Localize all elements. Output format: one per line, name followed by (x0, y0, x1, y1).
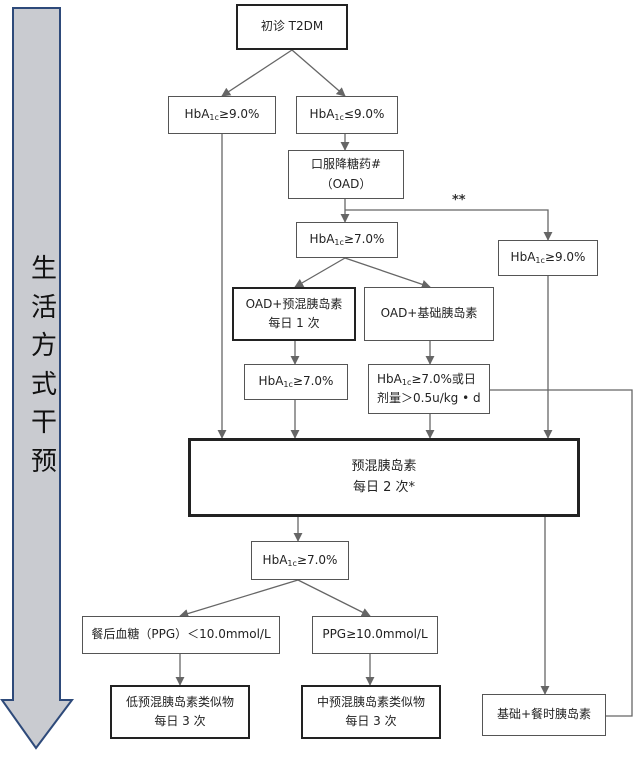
low-premix-analog-box: 低预混胰岛素类似物 每日 3 次 (110, 685, 250, 739)
hba-threshold: ≤9.0% (343, 107, 385, 122)
ppg-high-box: PPG≥10.0mmol/L (312, 616, 438, 654)
side-char: 干 (30, 408, 57, 438)
side-char: 方 (30, 331, 57, 361)
initial-diagnosis-box: 初诊 T2DM (236, 4, 348, 50)
hba-subscript: 1c (535, 256, 545, 266)
premix-twice-line2: 每日 2 次* (352, 479, 416, 495)
hba-prefix: HbA (309, 232, 335, 247)
lifestyle-intervention-label: 生 活 方 式 干 预 (26, 250, 62, 481)
basal-bolus-box: 基础+餐时胰岛素 (482, 694, 606, 736)
hba1c-ge7-b-text: HbA1c≥7.0% (259, 372, 334, 392)
hba1c-dose-line1: HbA1c≥7.0%或日 (377, 370, 476, 390)
mid-premix-line1: 中预混胰岛素类似物 (316, 694, 425, 709)
mid-premix-analog-box: 中预混胰岛素类似物 每日 3 次 (301, 685, 441, 739)
hba-threshold: ≥7.0% (292, 374, 334, 389)
oad-premix-line2: 每日 1 次 (268, 316, 320, 330)
basal-bolus-text: 基础+餐时胰岛素 (496, 707, 592, 722)
premix-twice-daily-box: 预混胰岛素 每日 2 次* (188, 438, 580, 517)
hba-threshold: ≥7.0%或日 (411, 371, 476, 386)
hba-prefix: HbA (510, 250, 536, 265)
hba1c-dose-line2: 剂量＞0.5u/kg • d (377, 391, 481, 406)
hba-threshold: ≥9.0% (544, 250, 586, 265)
oad-basal-text: OAD+基础胰岛素 (380, 306, 478, 321)
double-star-note: ** (452, 193, 466, 208)
hba1c-ge9-right-box: HbA1c≥9.0% (498, 240, 598, 276)
hba-prefix: HbA (377, 371, 402, 386)
hba1c-ge9-left-text: HbA1c≥9.0% (185, 105, 260, 125)
side-char: 预 (30, 446, 57, 477)
hba1c-ge7-a-box: HbA1c≥7.0% (296, 222, 398, 258)
initial-diagnosis-text: 初诊 T2DM (260, 19, 324, 34)
hba-subscript: 1c (334, 238, 344, 248)
hba-prefix: HbA (262, 552, 288, 567)
mid-premix-line2: 每日 3 次 (345, 714, 397, 728)
low-premix-line2: 每日 3 次 (154, 714, 206, 728)
hba-subscript: 1c (287, 558, 297, 568)
ppg-low-text: 餐后血糖（PPG）＜10.0mmol/L (91, 627, 271, 642)
oad-box: 口服降糖药# （OAD） (288, 150, 404, 199)
hba-threshold: ≥7.0% (343, 232, 385, 247)
oad-premix-once-box: OAD+预混胰岛素 每日 1 次 (232, 287, 356, 341)
hba1c-ge7-a-text: HbA1c≥7.0% (310, 230, 385, 250)
oad-premix-line1: OAD+预混胰岛素 (245, 296, 343, 311)
hba-subscript: 1c (401, 377, 412, 387)
hba1c-le9-box: HbA1c≤9.0% (296, 96, 398, 134)
ppg-high-text: PPG≥10.0mmol/L (322, 627, 428, 642)
hba1c-ge7-dose-box: HbA1c≥7.0%或日 剂量＞0.5u/kg • d (368, 364, 490, 414)
side-char: 式 (30, 369, 57, 400)
hba-subscript: 1c (283, 380, 293, 390)
hba-prefix: HbA (309, 107, 335, 122)
side-char: 生 (30, 254, 57, 284)
premix-twice-line1: 预混胰岛素 (351, 458, 417, 474)
hba1c-ge7-b-box: HbA1c≥7.0% (244, 364, 348, 400)
hba1c-ge7-c-text: HbA1c≥7.0% (263, 551, 338, 571)
oad-line1: 口服降糖药# (310, 157, 382, 172)
hba-subscript: 1c (334, 113, 344, 123)
hba-prefix: HbA (258, 374, 284, 389)
hba-threshold: ≥9.0% (218, 107, 260, 122)
oad-basal-box: OAD+基础胰岛素 (364, 287, 494, 341)
hba-subscript: 1c (209, 113, 219, 123)
low-premix-line1: 低预混胰岛素类似物 (125, 694, 234, 709)
side-char: 活 (30, 292, 57, 323)
hba-threshold: ≥7.0% (296, 552, 338, 567)
hba1c-ge9-left-box: HbA1c≥9.0% (168, 96, 276, 134)
hba-prefix: HbA (184, 107, 210, 122)
oad-line2: （OAD） (320, 176, 372, 191)
lifestyle-arrow-shape (0, 7, 74, 750)
hba1c-ge9-right-text: HbA1c≥9.0% (511, 248, 586, 268)
hba1c-le9-text: HbA1c≤9.0% (310, 105, 385, 125)
ppg-low-box: 餐后血糖（PPG）＜10.0mmol/L (82, 616, 280, 654)
hba1c-ge7-c-box: HbA1c≥7.0% (251, 541, 349, 580)
